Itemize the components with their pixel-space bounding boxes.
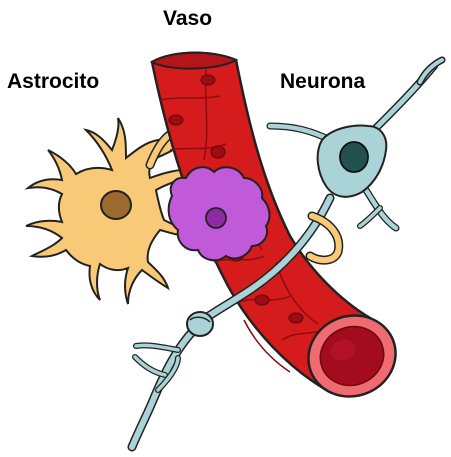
label-neuron: Neurona: [280, 71, 365, 92]
endothelial-nucleus: [211, 146, 225, 158]
pericyte: [169, 167, 270, 260]
label-astrocyte: Astrocito: [7, 71, 99, 92]
endothelial-nucleus: [169, 115, 183, 125]
endothelial-nucleus: [201, 75, 215, 85]
neuron-lower-dendrites: [132, 326, 198, 447]
endothelial-nucleus: [289, 313, 303, 323]
label-vessel: Vaso: [163, 8, 212, 29]
neuron-nucleus: [340, 142, 368, 172]
synaptic-bouton: [187, 312, 213, 336]
astrocyte-nucleus: [101, 191, 131, 219]
endothelial-nucleus: [255, 295, 269, 305]
pericyte-nucleus: [206, 208, 226, 228]
